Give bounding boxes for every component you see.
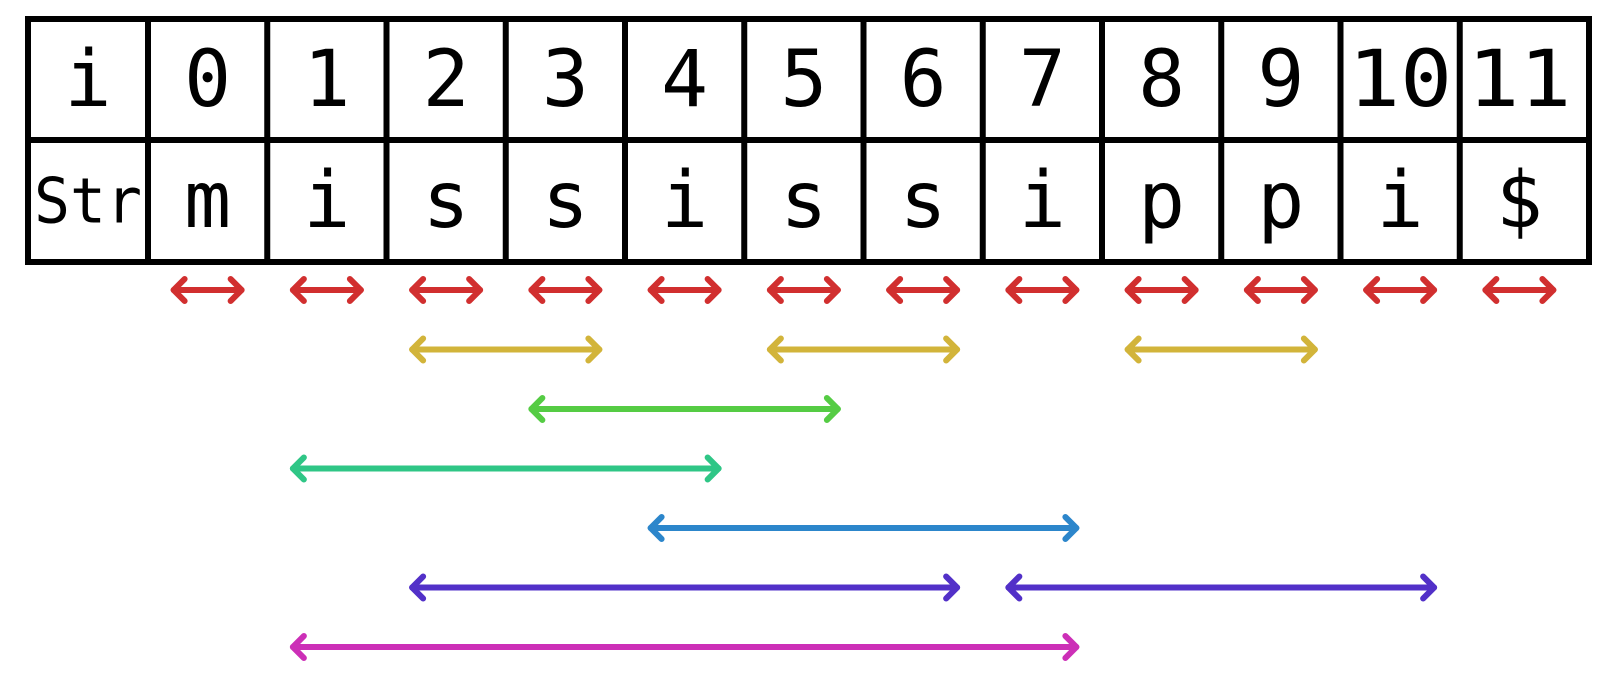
index-cell: 11 [1467, 35, 1571, 125]
char-cell: i [1019, 156, 1066, 246]
char-cell: s [423, 156, 470, 246]
span-arrow [289, 633, 1080, 661]
char-cell: p [1257, 156, 1304, 246]
span-arrow [409, 276, 484, 304]
span-arrow [886, 276, 961, 304]
char-cell: $ [1496, 156, 1543, 246]
span-arrow [1124, 335, 1318, 364]
span-arrow [1243, 276, 1318, 304]
span-arrow [289, 454, 722, 483]
index-cell: 9 [1257, 35, 1304, 125]
char-cell: i [303, 156, 350, 246]
string-header: Str [34, 165, 142, 238]
span-arrow [1124, 276, 1199, 304]
span-arrow [528, 395, 841, 423]
span-arrow [289, 276, 364, 304]
index-cell: 10 [1348, 35, 1452, 125]
span-arrow [647, 276, 722, 304]
index-cell: 5 [780, 35, 827, 125]
span-arrow [1363, 276, 1438, 304]
span-arrow [647, 514, 1080, 542]
index-cell: 8 [1138, 35, 1185, 125]
span-arrow [766, 276, 841, 304]
char-cell: p [1138, 156, 1185, 246]
span-arrow [409, 573, 961, 602]
span-arrow [1005, 276, 1080, 304]
span-arrow [170, 276, 245, 304]
char-cell: s [542, 156, 589, 246]
char-cell: i [661, 156, 708, 246]
index-cell: 4 [661, 35, 708, 125]
char-cell: m [184, 156, 231, 246]
index-cell: 6 [900, 35, 947, 125]
index-cell: 0 [184, 35, 231, 125]
char-cell: s [780, 156, 827, 246]
span-arrow [1482, 276, 1557, 304]
index-cell: 7 [1019, 35, 1066, 125]
index-cell: 2 [423, 35, 470, 125]
char-cell: i [1377, 156, 1424, 246]
span-arrow [409, 335, 603, 364]
index-header: i [65, 35, 112, 125]
span-arrow [528, 276, 603, 304]
index-cell: 3 [542, 35, 589, 125]
index-cell: 1 [303, 35, 350, 125]
span-arrow [766, 335, 961, 364]
span-arrow [1005, 573, 1438, 602]
match-arrows [170, 276, 1557, 661]
char-cell: s [900, 156, 947, 246]
